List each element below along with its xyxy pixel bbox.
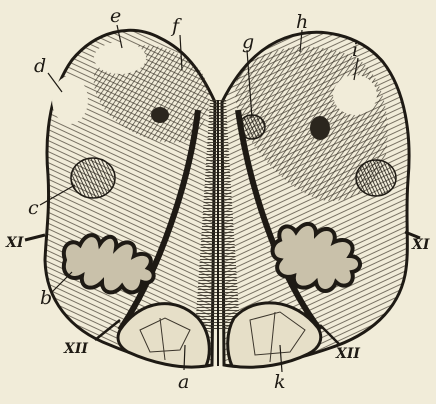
nucleus-c xyxy=(71,158,115,198)
label-k: k xyxy=(274,371,286,393)
label-d: d xyxy=(34,55,46,77)
nerve-xi-left xyxy=(25,235,45,240)
label-g: g xyxy=(242,31,254,53)
region-e-light xyxy=(94,42,146,74)
label-xi-left: XI xyxy=(5,235,24,251)
label-i: i xyxy=(352,39,358,61)
label-e: e xyxy=(110,5,121,27)
label-a: a xyxy=(178,371,189,393)
label-xi-right: XI xyxy=(411,237,430,253)
region-i-light xyxy=(333,75,377,115)
label-xii-right: XII xyxy=(335,346,360,362)
label-h: h xyxy=(296,11,308,33)
label-b: b xyxy=(40,287,52,309)
nucleus-right-mid xyxy=(310,116,330,140)
label-xii-left: XII xyxy=(63,341,88,357)
nucleus-left-small xyxy=(151,107,169,123)
nucleus-i xyxy=(356,160,396,196)
region-d-light xyxy=(52,76,88,124)
label-f: f xyxy=(170,15,182,37)
label-c: c xyxy=(28,197,39,219)
